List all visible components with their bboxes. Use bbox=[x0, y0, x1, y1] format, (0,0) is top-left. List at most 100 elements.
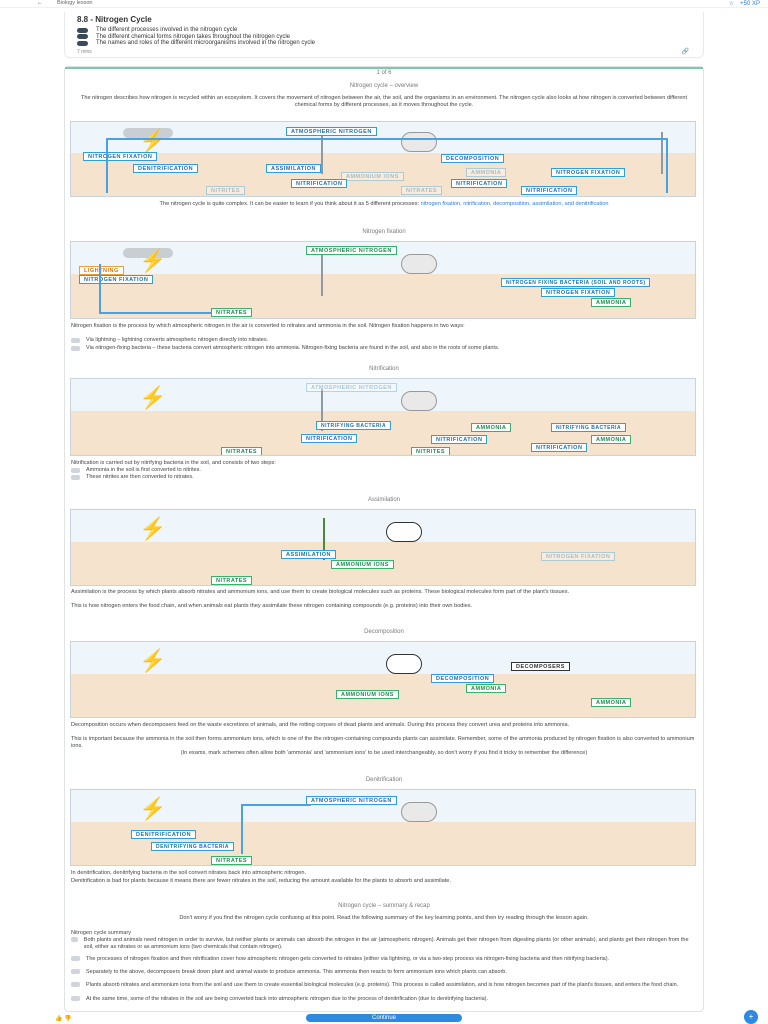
lesson-header: 8.8 - Nitrogen Cycle The different proce… bbox=[64, 12, 704, 58]
add-icon[interactable]: + bbox=[744, 1010, 758, 1024]
sky bbox=[71, 510, 695, 542]
bullet-text: Both plants and animals need nitrogen in… bbox=[83, 937, 689, 950]
label-denitrifying-bacteria: DENITRIFYING BACTERIA bbox=[151, 842, 234, 851]
sky bbox=[71, 122, 695, 154]
label-atmospheric-nitrogen: ATMOSPHERIC NITROGEN bbox=[306, 383, 397, 392]
label-nitrates: NITRATES bbox=[211, 308, 253, 317]
sheep bbox=[386, 654, 422, 674]
label-ammonium-ions: AMMONIUM IONS bbox=[341, 172, 404, 181]
soil bbox=[71, 410, 695, 455]
label-decomposition: DECOMPOSITION bbox=[441, 154, 505, 163]
paragraph: This is how nitrogen enters the food cha… bbox=[71, 603, 473, 609]
label-nitrogen-fixation: NITROGEN FIXATION bbox=[79, 275, 154, 284]
paragraph: Don't worry if you find the nitrogen cyc… bbox=[179, 915, 589, 921]
label-ammonia: AMMONIA bbox=[591, 298, 632, 307]
lesson-content: 1 of 6 Nitrogen cycle – overview The nit… bbox=[64, 66, 704, 1012]
label-ammonia-2: AMMONIA bbox=[591, 435, 632, 444]
lightning-icon: ⚡ bbox=[139, 516, 167, 541]
label-decomposers: DECOMPOSERS bbox=[511, 662, 570, 671]
bullet-icon bbox=[71, 345, 80, 351]
section-heading: Decomposition bbox=[364, 629, 404, 635]
paragraph: In denitrification, denitrifying bacteri… bbox=[71, 870, 307, 876]
list-item: Via lightning – lightning converts atmos… bbox=[71, 337, 268, 343]
lightning-icon: ⚡ bbox=[139, 385, 167, 410]
label-nitrogen-fixing-bacteria: NITROGEN FIXING BACTERIA (SOIL AND ROOTS… bbox=[501, 278, 651, 287]
list-item: Ammonia in the soil is first converted t… bbox=[71, 467, 201, 473]
xp-badge: ☆ +50 XP bbox=[729, 0, 760, 7]
arrow bbox=[241, 804, 311, 806]
label-nitrates: NITRATES bbox=[221, 447, 263, 455]
label-nitrifying-bacteria-2: NITRIFYING BACTERIA bbox=[551, 423, 627, 432]
label-nitrates: NITRATES bbox=[211, 576, 253, 585]
lightning-icon: ⚡ bbox=[139, 248, 167, 273]
objective-text: The names and roles of the different mic… bbox=[96, 40, 316, 47]
label-nitrification-2: NITRIFICATION bbox=[431, 435, 488, 444]
paragraph: Nitrification is carried out by nitrifyi… bbox=[71, 460, 276, 466]
xp-value: +50 XP bbox=[740, 1, 760, 7]
diagram-overview: ⚡ ATMOSPHERIC NITROGEN NITROGEN FIXATION… bbox=[70, 121, 696, 197]
sheep bbox=[401, 391, 437, 411]
lightning-icon: ⚡ bbox=[139, 796, 167, 821]
label-lightning: LIGHTNING bbox=[79, 266, 124, 275]
list-item: Separately to the above, decomposers bre… bbox=[71, 969, 691, 976]
diagram-nitrification: ⚡ ATMOSPHERIC NITROGEN NITRIFYING BACTER… bbox=[70, 378, 696, 456]
footer: 👍 👎 Continue + bbox=[0, 1010, 768, 1024]
bullet-text: Plants absorb nitrates and ammonium ions… bbox=[86, 982, 679, 988]
label-nitrates: NITRATES bbox=[211, 856, 253, 865]
bullet-text: Separately to the above, decomposers bre… bbox=[86, 969, 507, 975]
back-arrow-icon[interactable]: ← bbox=[37, 0, 43, 6]
bullet-icon bbox=[71, 937, 78, 942]
label-nitrifying-bacteria: NITRIFYING BACTERIA bbox=[316, 421, 392, 430]
bullet-text: At the same time, some of the nitrates i… bbox=[86, 996, 489, 1002]
bullet-icon bbox=[71, 996, 80, 1001]
bullet-text: Via lightning – lightning converts atmos… bbox=[86, 337, 269, 343]
paragraph: Decomposition occurs when decomposers fe… bbox=[71, 722, 570, 728]
pager: 1 of 6 bbox=[376, 70, 392, 76]
continue-button[interactable]: Continue bbox=[306, 1014, 462, 1022]
paragraph: Nitrogen fixation is the process by whic… bbox=[71, 323, 465, 329]
label-nitrification-2: NITRIFICATION bbox=[451, 179, 508, 188]
bullet-text: Via nitrogen-fixing bacteria – these bac… bbox=[86, 345, 500, 351]
label-ammonia-2: AMMONIA bbox=[591, 698, 632, 707]
top-bar: ← Biology lesson ☆ +50 XP bbox=[0, 0, 768, 8]
link-icon[interactable]: 🔗 bbox=[681, 49, 689, 55]
bullet-icon bbox=[71, 474, 80, 480]
label-assimilation: ASSIMILATION bbox=[281, 550, 337, 559]
sky bbox=[71, 379, 695, 411]
label-nitrates: NITRATES bbox=[401, 186, 443, 195]
arrow bbox=[99, 264, 101, 312]
label-atmospheric-nitrogen: ATMOSPHERIC NITROGEN bbox=[306, 796, 397, 805]
objective-item: The different processes involved in the … bbox=[77, 27, 691, 34]
progress-bar bbox=[65, 67, 703, 69]
bullet-icon bbox=[71, 467, 80, 473]
paragraph: Assimilation is the process by which pla… bbox=[71, 589, 570, 595]
paragraph: The nitrogen describes how nitrogen is r… bbox=[80, 95, 688, 108]
arrow bbox=[99, 312, 211, 314]
sheep bbox=[401, 132, 437, 152]
bullet-text: These nitrites are then converted to nit… bbox=[86, 474, 194, 480]
label-ammonium-ions: AMMONIUM IONS bbox=[336, 690, 399, 699]
paragraph: The nitrogen cycle is quite complex. It … bbox=[71, 201, 697, 208]
label-nitrogen-fixation: NITROGEN FIXATION bbox=[83, 152, 158, 161]
plant bbox=[661, 132, 671, 174]
bullet-text: Ammonia in the soil is first converted t… bbox=[86, 467, 201, 473]
label-decomposition: DECOMPOSITION bbox=[431, 674, 495, 683]
label-ammonia: AMMONIA bbox=[466, 684, 507, 693]
objective-item: The names and roles of the different mic… bbox=[77, 40, 691, 47]
label-nitrogen-fixation-2: NITROGEN FIXATION bbox=[541, 288, 616, 297]
arrow bbox=[666, 138, 668, 193]
sky bbox=[71, 790, 695, 822]
arrow bbox=[106, 138, 666, 140]
label-assimilation: ASSIMILATION bbox=[266, 164, 322, 173]
paragraph-text: The nitrogen cycle is quite complex. It … bbox=[159, 201, 421, 207]
list-item: Both plants and animals need nitrogen in… bbox=[71, 937, 691, 950]
objective-text: The different processes involved in the … bbox=[96, 27, 238, 34]
bullet-icon bbox=[71, 982, 80, 987]
objective-bullet bbox=[77, 40, 88, 46]
star-icon: ☆ bbox=[728, 1, 735, 7]
label-denitrification: DENITRIFICATION bbox=[131, 830, 197, 839]
diagram-decomposition: ⚡ DECOMPOSERS DECOMPOSITION AMMONIA AMMO… bbox=[70, 641, 696, 718]
breadcrumb[interactable]: Biology lesson bbox=[57, 0, 93, 6]
feedback-icons[interactable]: 👍 👎 bbox=[55, 1016, 72, 1022]
bullet-text: The processes of nitrogen fixation and t… bbox=[86, 956, 610, 962]
